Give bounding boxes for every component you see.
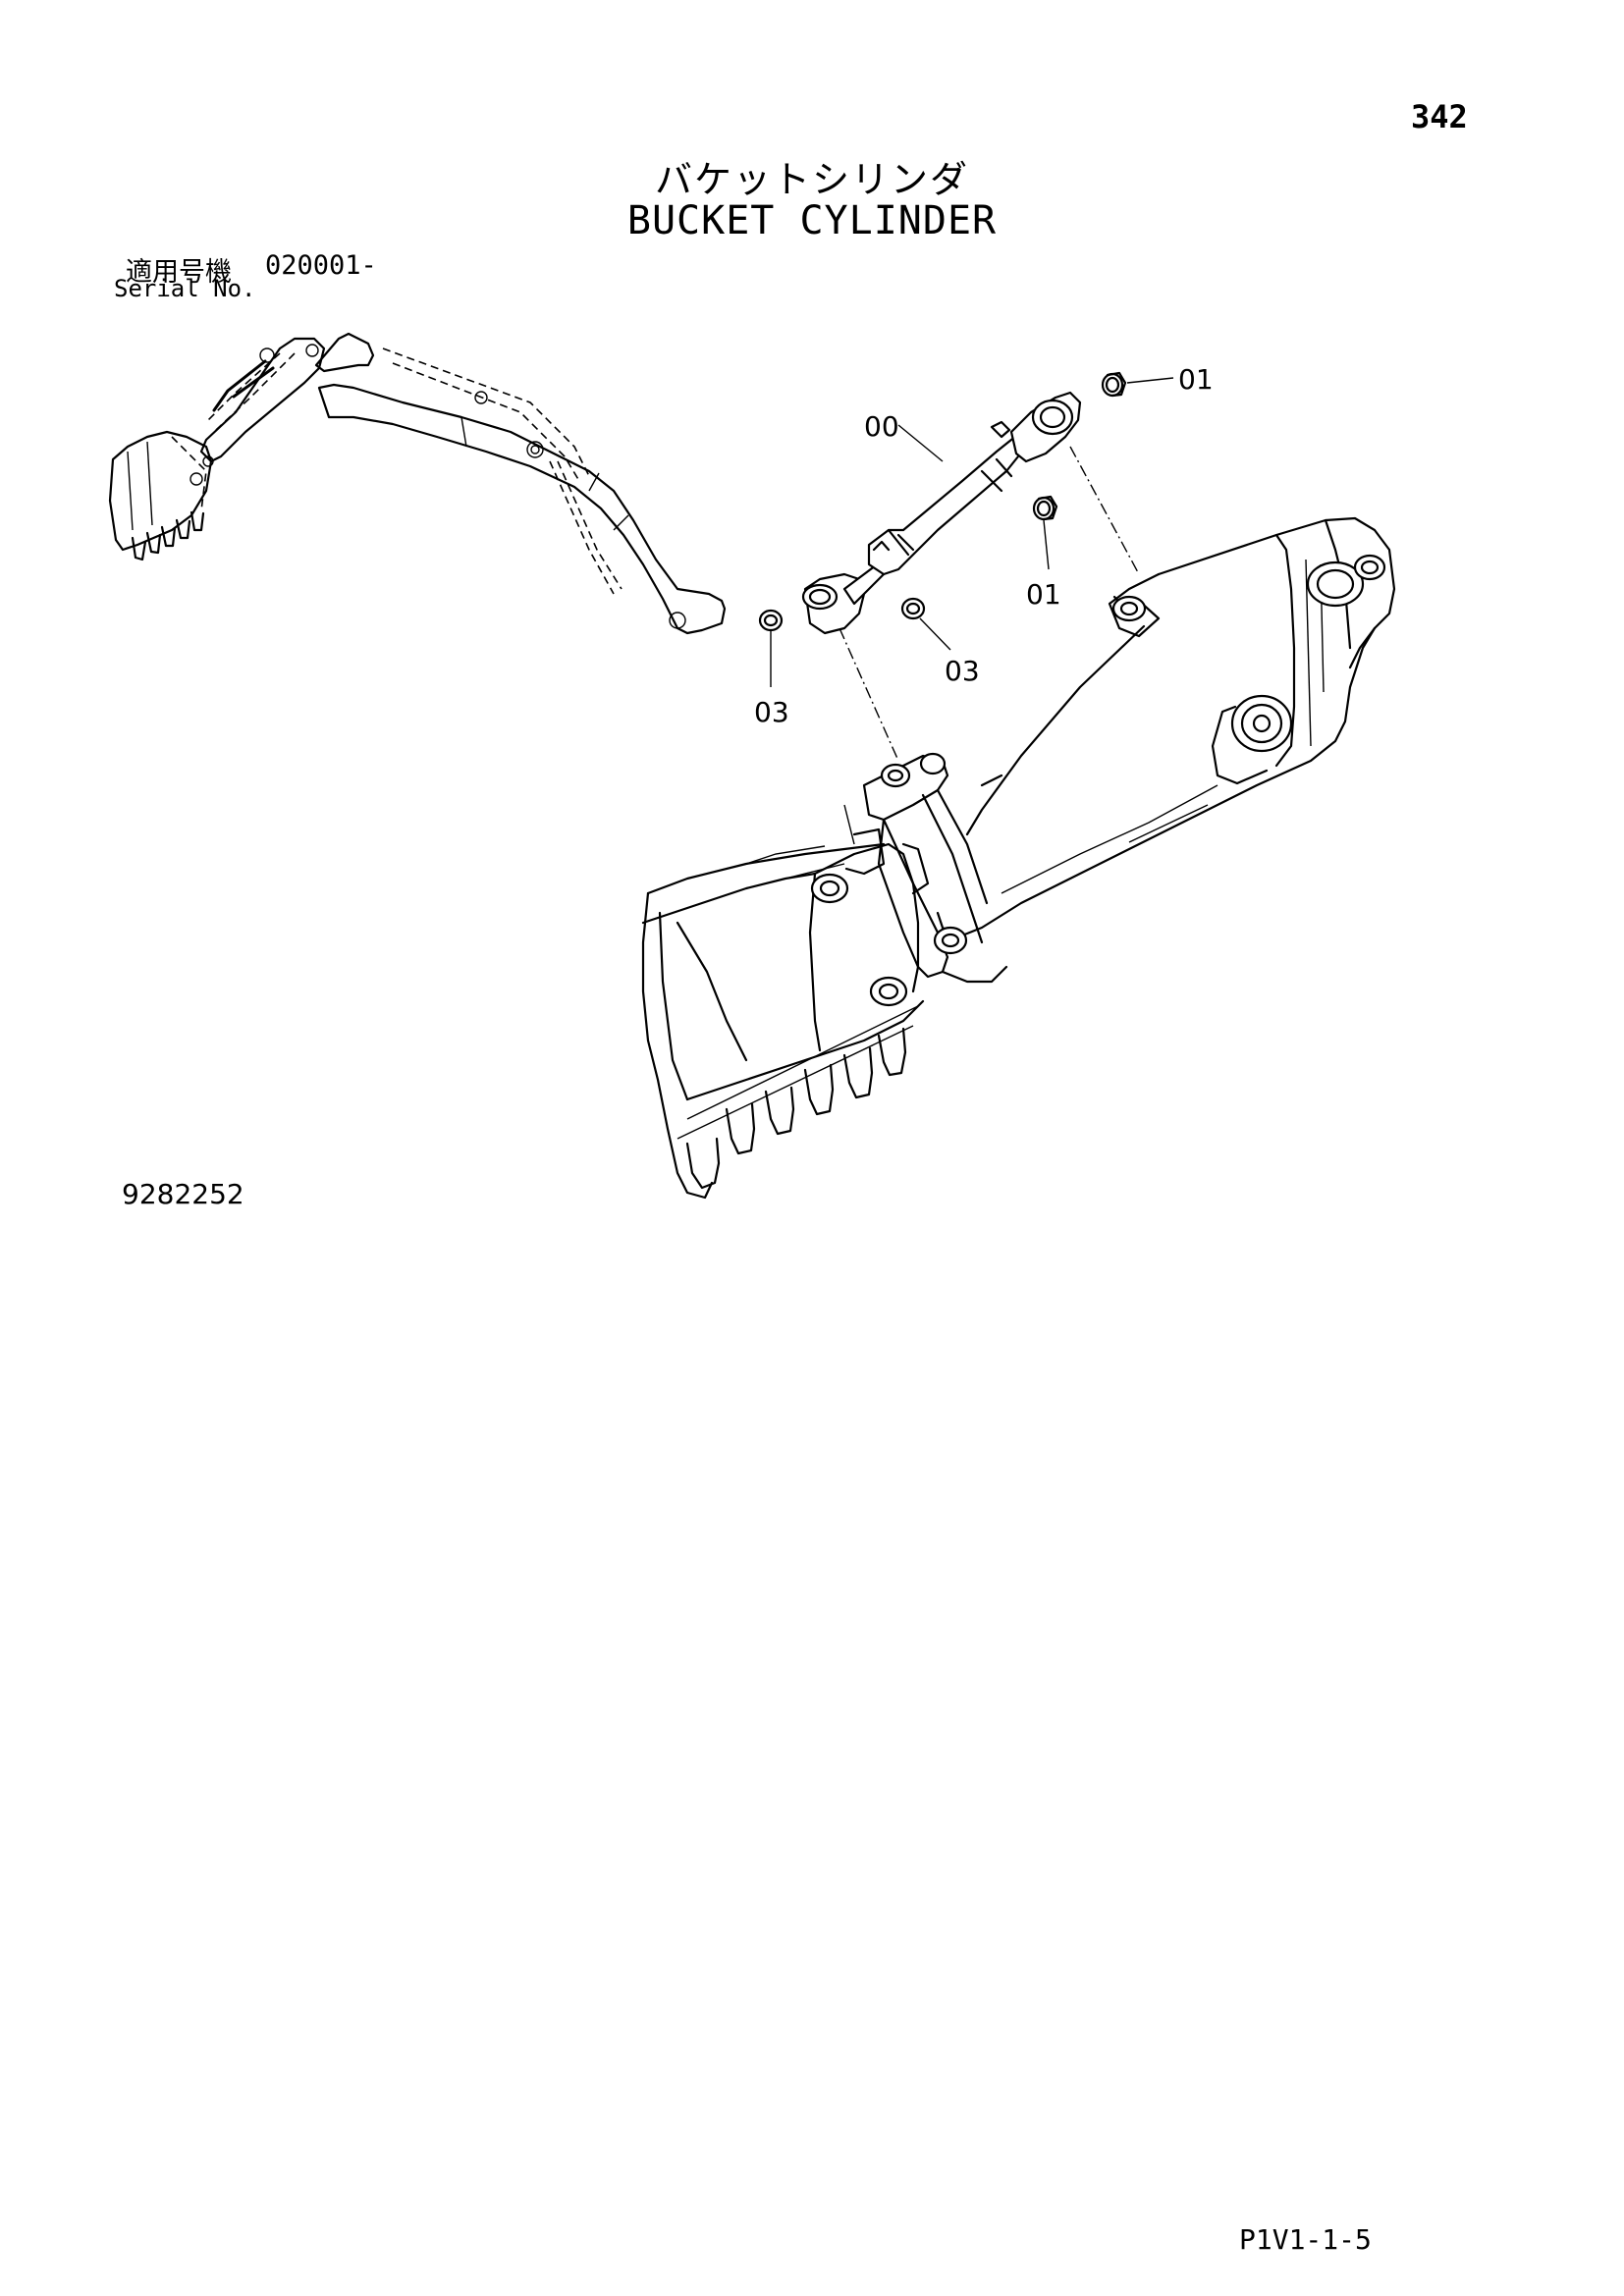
page-number: 342 (1411, 98, 1468, 135)
callout-03-right: 03 (945, 655, 980, 687)
callout-01-upper: 01 (1178, 363, 1214, 396)
callout-01-lower: 01 (1026, 578, 1061, 611)
serial-range: 020001- (265, 250, 377, 281)
serial-label-english: Serial No. (114, 275, 256, 302)
title-english: BUCKET CYLINDER (626, 198, 998, 243)
drawing-number: 9282252 (122, 1178, 244, 1210)
bucket-cylinder-exploded (758, 371, 1174, 762)
overview-thumbnail (108, 332, 727, 635)
bucket-assembly (641, 752, 1008, 1200)
arm-assembly (936, 516, 1396, 939)
title-japanese: バケットシリンダ (654, 158, 969, 201)
callout-03-left: 03 (754, 696, 789, 728)
callout-00: 00 (864, 410, 899, 443)
footer-code: P1V1-1-5 (1239, 2223, 1372, 2256)
serial-label-japanese: 適用号機 (126, 257, 232, 288)
